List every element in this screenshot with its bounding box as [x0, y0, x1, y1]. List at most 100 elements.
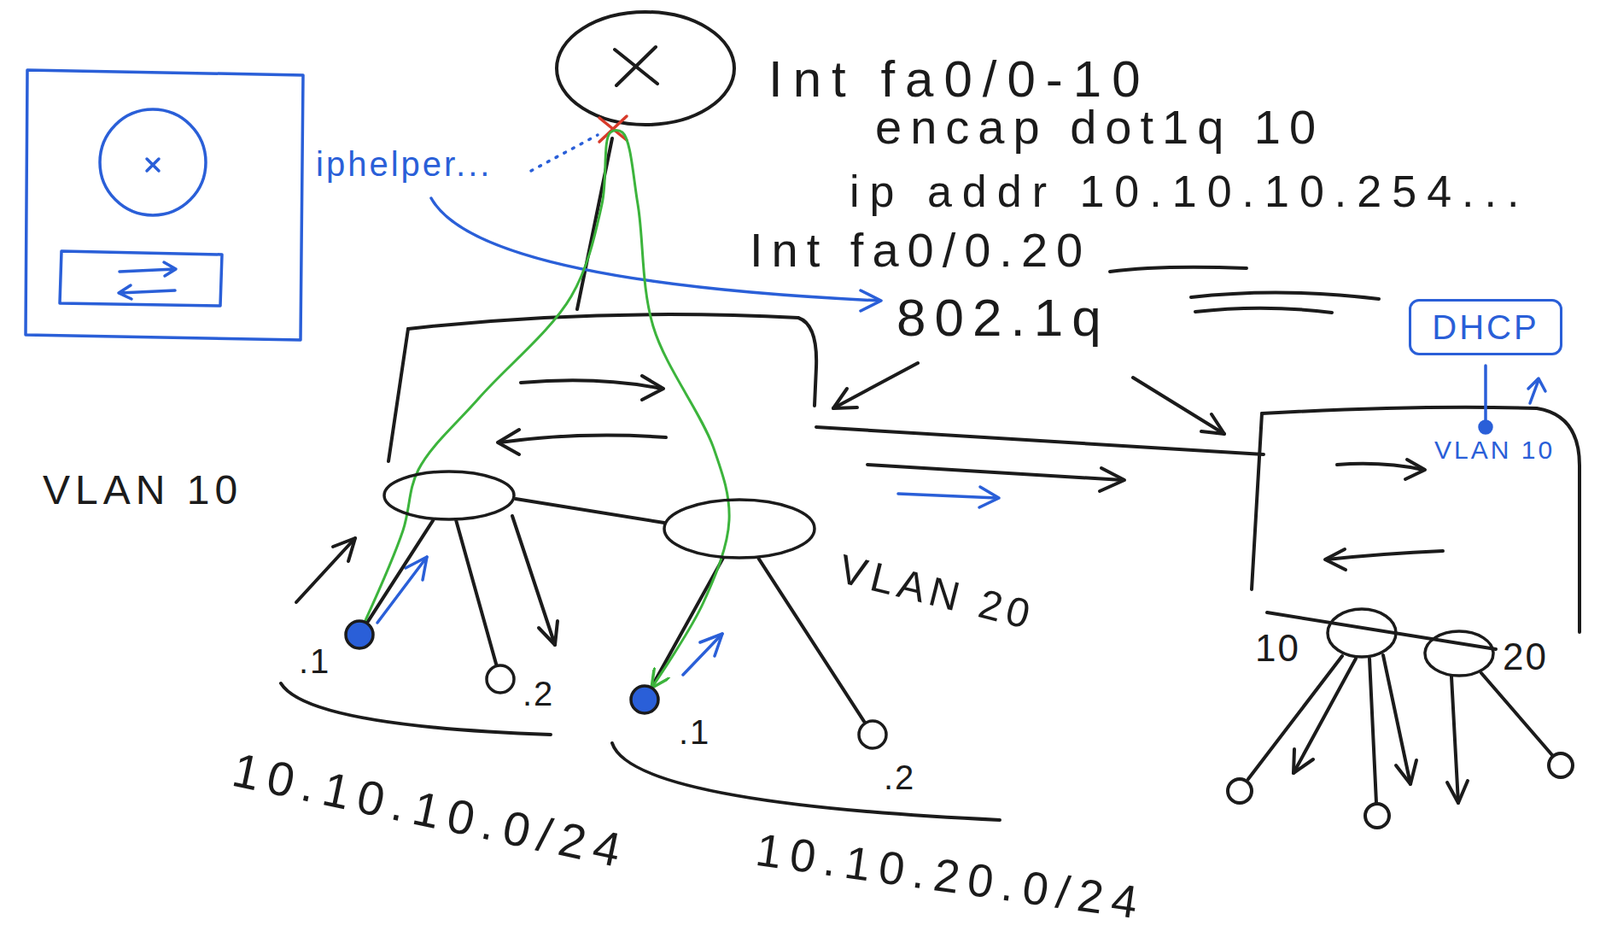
- arrow-head: [700, 633, 723, 656]
- node-label: 20: [1502, 636, 1548, 678]
- pointer-arrow: [1132, 377, 1225, 434]
- host-circle: .2: [484, 663, 516, 695]
- vlan-ellipse: 20: [1423, 629, 1495, 678]
- node-label: VLAN 20: [834, 546, 1040, 639]
- config-line: encap dot1q 10: [875, 100, 1325, 154]
- arrow-head: [1293, 748, 1314, 773]
- switch-arrow: [118, 285, 176, 299]
- switch-outline: [515, 498, 665, 523]
- arrow-head: [1395, 759, 1417, 784]
- host-link: [1481, 672, 1553, 755]
- host-circle: [1365, 803, 1390, 828]
- scribble: [1109, 267, 1247, 272]
- node-label: 10: [1255, 627, 1301, 669]
- router-uplink: [577, 138, 613, 310]
- vlan-ellipse: VLAN 10: [382, 469, 516, 521]
- arrow-head: [1447, 780, 1468, 803]
- server-box: DHCP: [1408, 298, 1562, 356]
- node-outline: [662, 497, 817, 560]
- dotted-leader: [531, 134, 598, 171]
- switch-outline: [1251, 413, 1262, 590]
- host-link: [512, 515, 555, 645]
- ellipse-outline: [384, 471, 514, 520]
- arrow-head: [1325, 548, 1346, 570]
- ellipse-outline: [630, 685, 659, 713]
- host-circle: [1548, 753, 1573, 777]
- arrow-head: [538, 620, 558, 645]
- subnet-label: 10.10.10.0/24: [227, 742, 634, 878]
- router-symbol: [99, 109, 206, 216]
- switch-outline: [1261, 407, 1580, 632]
- scribble: [1195, 308, 1332, 313]
- ellipse-outline: [1424, 630, 1494, 676]
- subnet-bracket: [612, 742, 1000, 820]
- router-cross: [146, 158, 159, 171]
- traffic-arrow: [1528, 378, 1546, 403]
- switch-symbol: [59, 251, 222, 306]
- port-label: VLAN 10: [1434, 435, 1555, 464]
- config-line: ip addr 10.10.10.254...: [849, 167, 1530, 217]
- protocol-label: 802.1q: [896, 288, 1110, 347]
- node-outline: [1423, 629, 1495, 678]
- scribble: [1191, 291, 1379, 299]
- arrow-head: [642, 375, 664, 400]
- pointer-arrow: [296, 537, 356, 602]
- router-cross: [614, 46, 658, 86]
- blocked-cross: [599, 116, 627, 142]
- leader-line: [1483, 365, 1488, 421]
- ellipse-outline: [1327, 608, 1396, 657]
- config-line: Int fa0/0.20: [749, 223, 1092, 277]
- switch-outline: [388, 328, 409, 462]
- node-outline: [484, 663, 516, 695]
- node-outline: [382, 469, 516, 521]
- node-label: .1: [678, 712, 711, 751]
- trunk-arrow: [867, 464, 1123, 480]
- legend-frame: [25, 70, 304, 340]
- arrow-head: [979, 486, 999, 508]
- switch-arrow: [119, 262, 176, 276]
- node-outline: [857, 718, 888, 750]
- ellipse-outline: [345, 620, 374, 649]
- arrow-head: [1201, 414, 1225, 434]
- arrow-head: [1405, 459, 1425, 479]
- config-line: Int fa0/0-10: [768, 51, 1151, 108]
- switch-arrow: [499, 435, 666, 443]
- arrow-head: [497, 429, 520, 455]
- arrow-head: [860, 290, 882, 311]
- node-label: .2: [883, 758, 916, 796]
- host-circle: [1227, 778, 1252, 803]
- switch-outline: [408, 314, 817, 406]
- node-outline: [1325, 607, 1398, 659]
- vlan-ellipse: VLAN 20: [662, 497, 817, 560]
- host-link: [1369, 658, 1377, 803]
- host-link: [1248, 655, 1343, 779]
- node-outline: [629, 683, 660, 715]
- trunk-link: [816, 426, 1264, 455]
- router-symbol: [556, 11, 735, 125]
- host-link: [652, 558, 724, 686]
- traffic-arrow: [683, 633, 723, 675]
- switch-arrow: [520, 379, 662, 389]
- ellipse-outline: [486, 665, 514, 693]
- arrow-head: [1099, 467, 1125, 491]
- node-label: DHCP: [1431, 308, 1539, 346]
- host-circle: .2: [857, 718, 888, 750]
- arrow-head: [833, 388, 858, 409]
- ellipse-outline: [664, 499, 815, 558]
- node-label: VLAN 10: [42, 467, 243, 514]
- pointer-arrow: [833, 362, 918, 409]
- node-label: .1: [298, 642, 331, 680]
- port-dot: [1479, 420, 1492, 433]
- host-link: [1293, 658, 1356, 773]
- node-label: .2: [522, 674, 555, 713]
- host-link: [1451, 676, 1459, 803]
- subnet-bracket: [280, 683, 551, 735]
- host-circle: .1: [344, 618, 375, 650]
- config-note: iphelper...: [315, 145, 492, 183]
- node-outline: [344, 618, 375, 650]
- subnet-label: 10.10.20.0/24: [753, 823, 1150, 929]
- trunk-arrow: [898, 493, 998, 498]
- host-circle: .1: [629, 683, 660, 715]
- traffic-path: [365, 130, 730, 687]
